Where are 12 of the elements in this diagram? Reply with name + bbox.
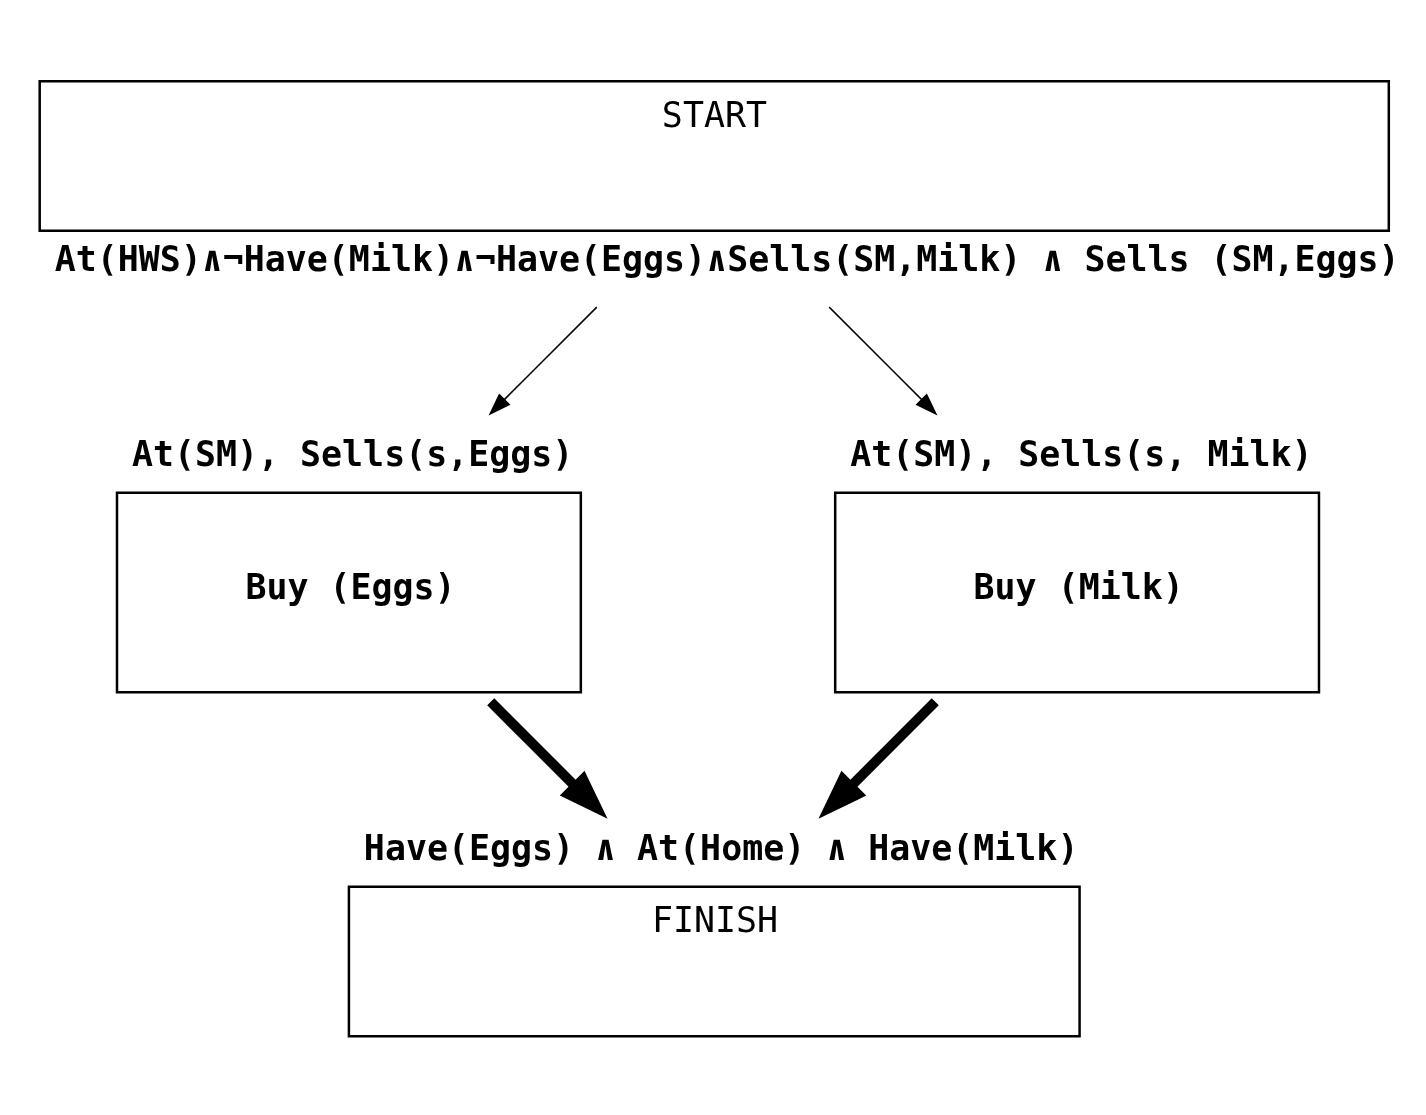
node-label: At(SM), Sells(s,Eggs) (131, 433, 574, 474)
node-box: FINISH (347, 885, 1081, 1038)
node-label: Have(Eggs) ∧ At(Home) ∧ Have(Milk) (363, 827, 1079, 868)
node-box: START (38, 79, 1391, 233)
arrow (818, 698, 939, 819)
node-box: Buy (Milk) (833, 491, 1321, 694)
arrow (488, 306, 598, 416)
node-box: Buy (Eggs) (115, 491, 583, 694)
node-label: At(HWS)∧¬Have(Milk)∧¬Have(Eggs)∧Sells(SM,Milk) ∧ Sells (SM,Eggs) (54, 239, 1400, 280)
arrow (487, 698, 608, 819)
arrow (828, 306, 938, 416)
node-label: At(SM), Sells(s, Milk) (850, 433, 1313, 474)
